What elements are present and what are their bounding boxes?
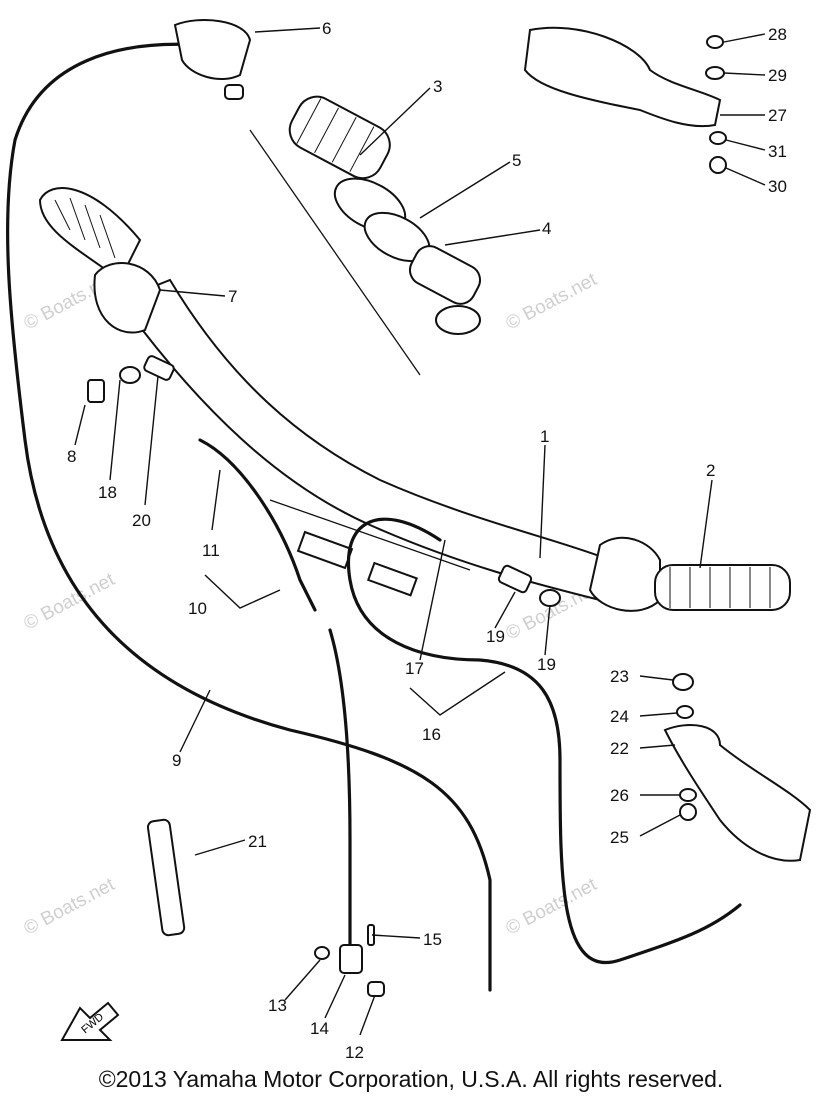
callout-30: 30: [768, 177, 787, 196]
callout-3: 3: [433, 77, 442, 96]
cables: [5, 42, 742, 992]
callout-27: 27: [768, 106, 787, 125]
callout-7: 7: [228, 287, 237, 306]
callout-18: 19: [486, 627, 505, 646]
callout-5: 5: [512, 151, 521, 170]
callout-28: 28: [768, 25, 787, 44]
callout-19-right: 19: [537, 655, 556, 674]
callout-14: 14: [310, 1019, 329, 1038]
callout-21: 21: [248, 832, 267, 851]
right-grip: [588, 536, 791, 612]
callout-6: 6: [322, 19, 331, 38]
callout-15: 15: [423, 930, 442, 949]
callout-11: 11: [202, 541, 220, 560]
left-grip: [38, 187, 162, 334]
callout-29: 29: [768, 66, 787, 85]
callout-9: 9: [172, 751, 181, 770]
callout-1: 1: [540, 427, 549, 446]
callout-4: 4: [542, 219, 551, 238]
fwd-arrow: FWD: [60, 1001, 120, 1041]
callout-26: 26: [610, 786, 629, 805]
callout-labels: 6 3 5 4 7 8 18 20 11 10 9 21 15 13 14 12…: [67, 19, 787, 1060]
exploded-parts-diagram: © Boats.net © Boats.net © Boats.net © Bo…: [5, 19, 812, 1060]
callout-16: 16: [422, 725, 441, 744]
callout-31: 31: [768, 142, 787, 161]
grip-inset: [249, 95, 482, 376]
callout-2: 2: [706, 461, 715, 480]
callout-19-left: 18: [98, 483, 117, 502]
callout-8: 8: [67, 447, 76, 466]
leader-lines: [74, 27, 766, 1036]
callout-13: 13: [268, 996, 287, 1015]
handlebar: [118, 278, 612, 602]
callout-22: 22: [610, 739, 629, 758]
copyright-notice: ©2013 Yamaha Motor Corporation, U.S.A. A…: [98, 1066, 724, 1092]
watermark: © Boats.net: [20, 874, 118, 940]
callout-20: 20: [132, 511, 151, 530]
callout-25: 25: [610, 828, 629, 847]
watermark: © Boats.net: [502, 269, 600, 335]
callout-24: 24: [610, 707, 629, 726]
callout-10: 10: [188, 599, 207, 618]
watermark: © Boats.net: [502, 874, 600, 940]
callout-12: 12: [345, 1043, 364, 1060]
callout-17: 17: [405, 659, 424, 678]
callout-23: 23: [610, 667, 629, 686]
